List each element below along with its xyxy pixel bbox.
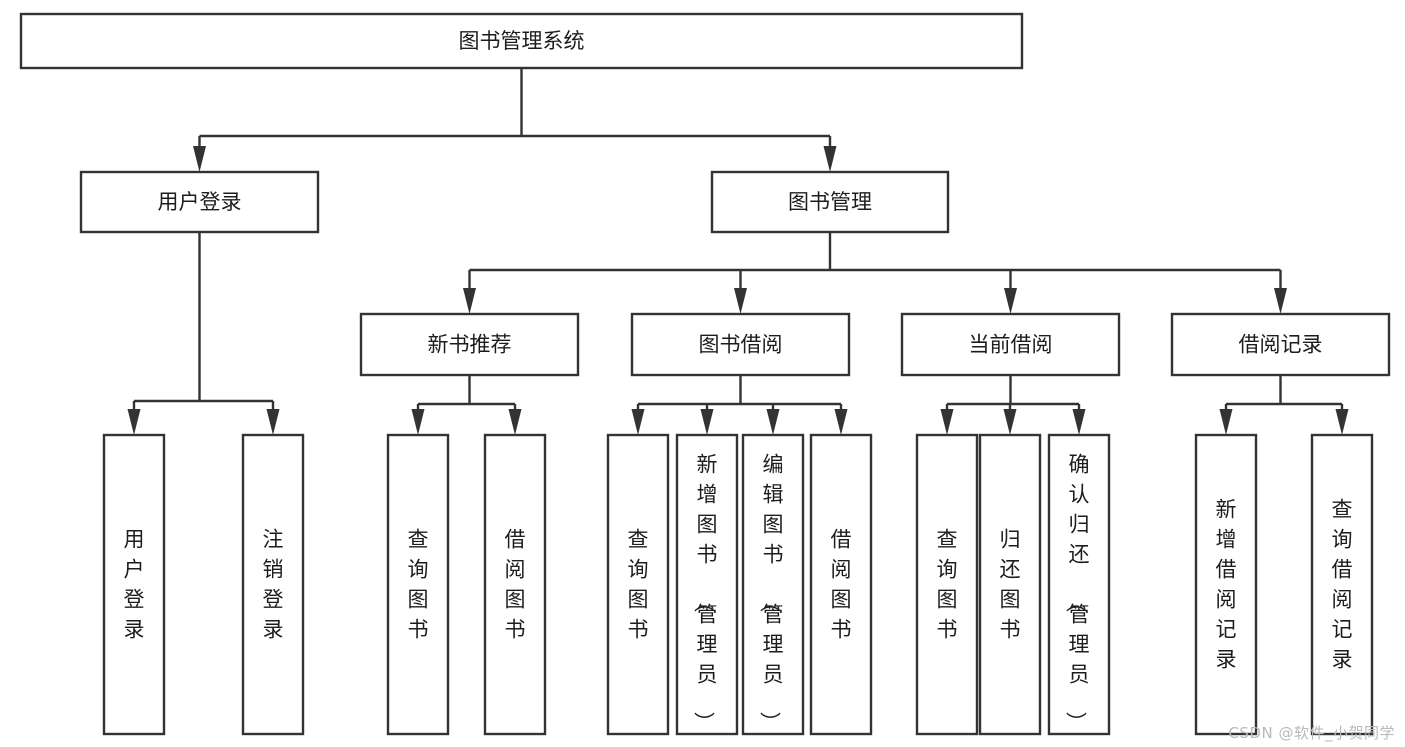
- node-box: [359, 312, 580, 377]
- arrow-head-icon: [734, 288, 747, 314]
- arrow-head-icon: [1004, 288, 1017, 314]
- flow-node-records[interactable]: 借阅记录: [1170, 312, 1391, 377]
- node-box: [741, 433, 805, 736]
- flow-node-newbook[interactable]: 新书推荐: [359, 312, 580, 377]
- flow-node-l-borrowbook1[interactable]: 借阅图书: [483, 433, 547, 736]
- node-label: 编辑图书（管理员）: [758, 453, 784, 733]
- flow-node-l-userlogin[interactable]: 用户登录: [102, 433, 166, 736]
- node-box: [102, 433, 166, 736]
- node-label: 当前借阅: [969, 333, 1053, 357]
- arrow-head-icon: [940, 409, 954, 435]
- node-label: 用户登录: [158, 190, 242, 214]
- arrow-head-icon: [1219, 409, 1233, 435]
- arrow-head-icon: [1274, 288, 1287, 314]
- node-label: 新增图书（管理员）: [692, 453, 718, 733]
- node-label: 查询借阅记录: [1332, 498, 1353, 672]
- arrow-head-icon: [193, 146, 206, 172]
- node-box: [1194, 433, 1258, 736]
- node-box: [675, 433, 739, 736]
- arrow-head-icon: [834, 409, 848, 435]
- node-box: [606, 433, 670, 736]
- node-label: 注销登录: [263, 528, 284, 642]
- node-label: 图书管理系统: [459, 29, 585, 53]
- flow-node-borrow[interactable]: 图书借阅: [630, 312, 851, 377]
- flow-node-l-query1[interactable]: 查询图书: [386, 433, 450, 736]
- node-box: [386, 433, 450, 736]
- node-box: [630, 312, 851, 377]
- arrow-head-icon: [411, 409, 425, 435]
- node-label: 图书管理: [788, 190, 872, 214]
- node-label: 用户登录: [124, 528, 145, 642]
- node-label: 查询图书: [628, 528, 649, 642]
- flow-node-l-addrecord[interactable]: 新增借阅记录: [1194, 433, 1258, 736]
- watermark-label: CSDN @软件_小贺同学: [1228, 724, 1395, 742]
- node-box: [915, 433, 979, 736]
- arrow-head-icon: [463, 288, 476, 314]
- arrow-head-icon: [1072, 409, 1086, 435]
- node-label: 查询图书: [937, 528, 958, 642]
- node-label: 新书推荐: [428, 333, 512, 357]
- node-box: [1047, 433, 1111, 736]
- node-label: 图书借阅: [699, 333, 783, 357]
- arrow-head-icon: [1335, 409, 1349, 435]
- arrow-head-icon: [700, 409, 714, 435]
- arrow-head-icon: [266, 409, 280, 435]
- node-label: 确认归还（管理员）: [1064, 453, 1090, 733]
- node-box: [978, 433, 1042, 736]
- flow-node-bookmgmt[interactable]: 图书管理: [710, 170, 950, 234]
- node-label: 归还图书: [1000, 528, 1021, 642]
- node-box: [1310, 433, 1374, 736]
- node-box: [79, 170, 320, 234]
- flow-node-root[interactable]: 图书管理系统: [19, 12, 1024, 70]
- node-box: [809, 433, 873, 736]
- flow-node-l-logout[interactable]: 注销登录: [241, 433, 305, 736]
- flow-node-l-return[interactable]: 归还图书: [978, 433, 1042, 736]
- node-box: [483, 433, 547, 736]
- arrow-head-icon: [508, 409, 522, 435]
- node-label: 借阅图书: [831, 528, 852, 642]
- flow-node-l-queryrecord[interactable]: 查询借阅记录: [1310, 433, 1374, 736]
- node-label: 查询图书: [408, 528, 429, 642]
- node-box: [710, 170, 950, 234]
- node-label: 新增借阅记录: [1216, 498, 1237, 672]
- flow-node-current[interactable]: 当前借阅: [900, 312, 1121, 377]
- node-box: [19, 12, 1024, 70]
- node-label: 借阅图书: [505, 528, 526, 642]
- arrow-head-icon: [127, 409, 141, 435]
- flow-node-l-confirm[interactable]: 确认归还（管理员）: [1047, 433, 1111, 736]
- arrow-head-icon: [823, 146, 837, 172]
- node-label: 借阅记录: [1239, 333, 1323, 357]
- arrow-head-icon: [1003, 409, 1017, 435]
- arrow-head-icon: [631, 409, 645, 435]
- flow-node-l-addbook[interactable]: 新增图书（管理员）: [675, 433, 739, 736]
- node-box: [900, 312, 1121, 377]
- arrow-head-icon: [766, 409, 780, 435]
- node-box: [241, 433, 305, 736]
- node-box: [1170, 312, 1391, 377]
- flow-node-l-editbook[interactable]: 编辑图书（管理员）: [741, 433, 805, 736]
- flow-node-login[interactable]: 用户登录: [79, 170, 320, 234]
- flow-node-l-query2[interactable]: 查询图书: [606, 433, 670, 736]
- flow-node-l-borrowbook2[interactable]: 借阅图书: [809, 433, 873, 736]
- flow-node-l-query3[interactable]: 查询图书: [915, 433, 979, 736]
